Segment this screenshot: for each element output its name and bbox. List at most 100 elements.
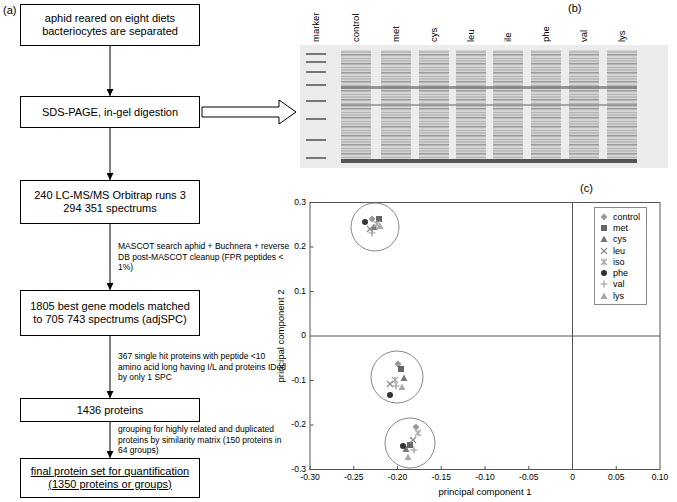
legend-swatch <box>599 246 609 256</box>
lane-label: cys <box>429 28 440 42</box>
legend-entry: leu <box>599 245 640 256</box>
tick-label: -0.3 <box>291 465 306 475</box>
flow-arrow <box>110 224 111 290</box>
lane-label: phe <box>541 26 552 42</box>
legend-entry: iso <box>599 256 640 267</box>
marker-sample <box>601 292 608 299</box>
marker-sample <box>601 270 607 276</box>
data-point <box>410 437 416 443</box>
lane-label: met <box>391 26 402 42</box>
process-box: SDS-PAGE, in-gel digestion <box>20 96 200 128</box>
ladder-band <box>306 84 326 86</box>
marker-sample <box>601 225 607 231</box>
tick-mark <box>310 466 311 470</box>
tick-mark <box>310 380 314 381</box>
box-text: final protein set for quantification (13… <box>27 465 193 491</box>
legend-text: met <box>613 223 628 233</box>
tick-mark <box>616 466 617 470</box>
tick-mark <box>397 466 398 470</box>
zero-line <box>310 336 660 337</box>
cluster-circle <box>371 351 423 403</box>
data-point <box>405 454 412 461</box>
data-point <box>415 430 421 437</box>
hollow-arrow <box>202 100 296 124</box>
legend-entry: phe <box>599 267 640 278</box>
legend-text: iso <box>613 257 625 267</box>
legend-text: leu <box>613 246 625 256</box>
ladder-band <box>306 157 326 159</box>
tick-mark <box>310 291 314 292</box>
legend-swatch <box>599 279 609 289</box>
legend-entry: met <box>599 222 640 233</box>
process-box: 1805 best gene models matched to 705 743… <box>20 290 200 336</box>
flow-arrow <box>110 336 111 398</box>
legend-text: lys <box>613 291 624 301</box>
tick-label: 0 <box>570 473 575 483</box>
tick-label: 0 <box>301 331 306 341</box>
cluster-circle <box>351 203 399 251</box>
ladder-band <box>306 139 326 141</box>
tick-label: 0.1 <box>294 287 306 297</box>
box-text: aphid reared on eight diets bacteriocyte… <box>27 12 193 38</box>
legend-entry: val <box>599 279 640 290</box>
plot-frame <box>310 203 660 470</box>
panel-letter: (b) <box>568 2 581 15</box>
data-point <box>387 392 393 398</box>
box-text: 1805 best gene models matched to 705 743… <box>27 300 193 326</box>
ladder-band <box>306 100 326 102</box>
legend-text: phe <box>613 268 628 278</box>
cluster-circle <box>385 418 435 468</box>
panel-letter: (c) <box>580 182 593 195</box>
tick-mark <box>310 425 314 426</box>
gel-band <box>341 104 637 106</box>
data-point <box>362 219 368 225</box>
data-point <box>413 424 420 431</box>
marker-sample <box>601 248 607 254</box>
process-box: 1436 proteins <box>20 398 200 422</box>
box-text: 240 LC-MS/MS Orbitrap runs 3 294 351 spe… <box>27 189 193 215</box>
data-point <box>393 383 400 390</box>
data-point <box>400 443 406 449</box>
legend-swatch <box>599 223 609 233</box>
marker-sample <box>601 236 608 243</box>
ladder-band <box>306 61 326 63</box>
tick-label: -0.05 <box>519 473 538 483</box>
process-box: final protein set for quantification (13… <box>20 458 200 498</box>
step-note: 367 single hit proteins with peptide <10… <box>118 351 290 383</box>
axis-title: principal component 2 <box>276 290 287 383</box>
marker-sample <box>601 258 607 265</box>
lane-label: lys <box>617 30 628 42</box>
legend-entry: cys <box>599 234 640 245</box>
box-text: 1436 proteins <box>77 404 144 417</box>
lane-label: ile <box>503 32 514 42</box>
step-note: MASCOT search aphid + Buchnera + reverse… <box>118 241 290 273</box>
scatter-points <box>362 216 421 461</box>
tick-label: 0.10 <box>652 473 669 483</box>
tick-mark <box>353 466 354 470</box>
tick-mark <box>310 247 314 248</box>
legend-swatch <box>599 291 609 301</box>
tick-label: -0.15 <box>432 473 451 483</box>
panel-letter: (a) <box>3 4 16 17</box>
gel-background <box>300 45 668 168</box>
tick-label: -0.30 <box>300 473 319 483</box>
ladder-band <box>306 71 326 73</box>
ladder-band <box>306 53 326 55</box>
tick-label: -0.25 <box>344 473 363 483</box>
legend-swatch <box>599 268 609 278</box>
legend-entry: lys <box>599 290 640 301</box>
tick-label: 0.05 <box>608 473 625 483</box>
data-point <box>387 381 393 387</box>
data-point <box>392 377 398 384</box>
tick-label: -0.20 <box>388 473 407 483</box>
legend-box: controlmetcysleuisophevallys <box>594 207 647 305</box>
lane-label: marker <box>311 12 322 42</box>
legend-text: cys <box>613 234 627 244</box>
lane-label: leu <box>466 29 477 42</box>
tick-marks <box>310 247 616 470</box>
lane-label: control <box>351 13 362 42</box>
tick-label: 0.2 <box>294 242 306 252</box>
data-point <box>398 366 404 372</box>
